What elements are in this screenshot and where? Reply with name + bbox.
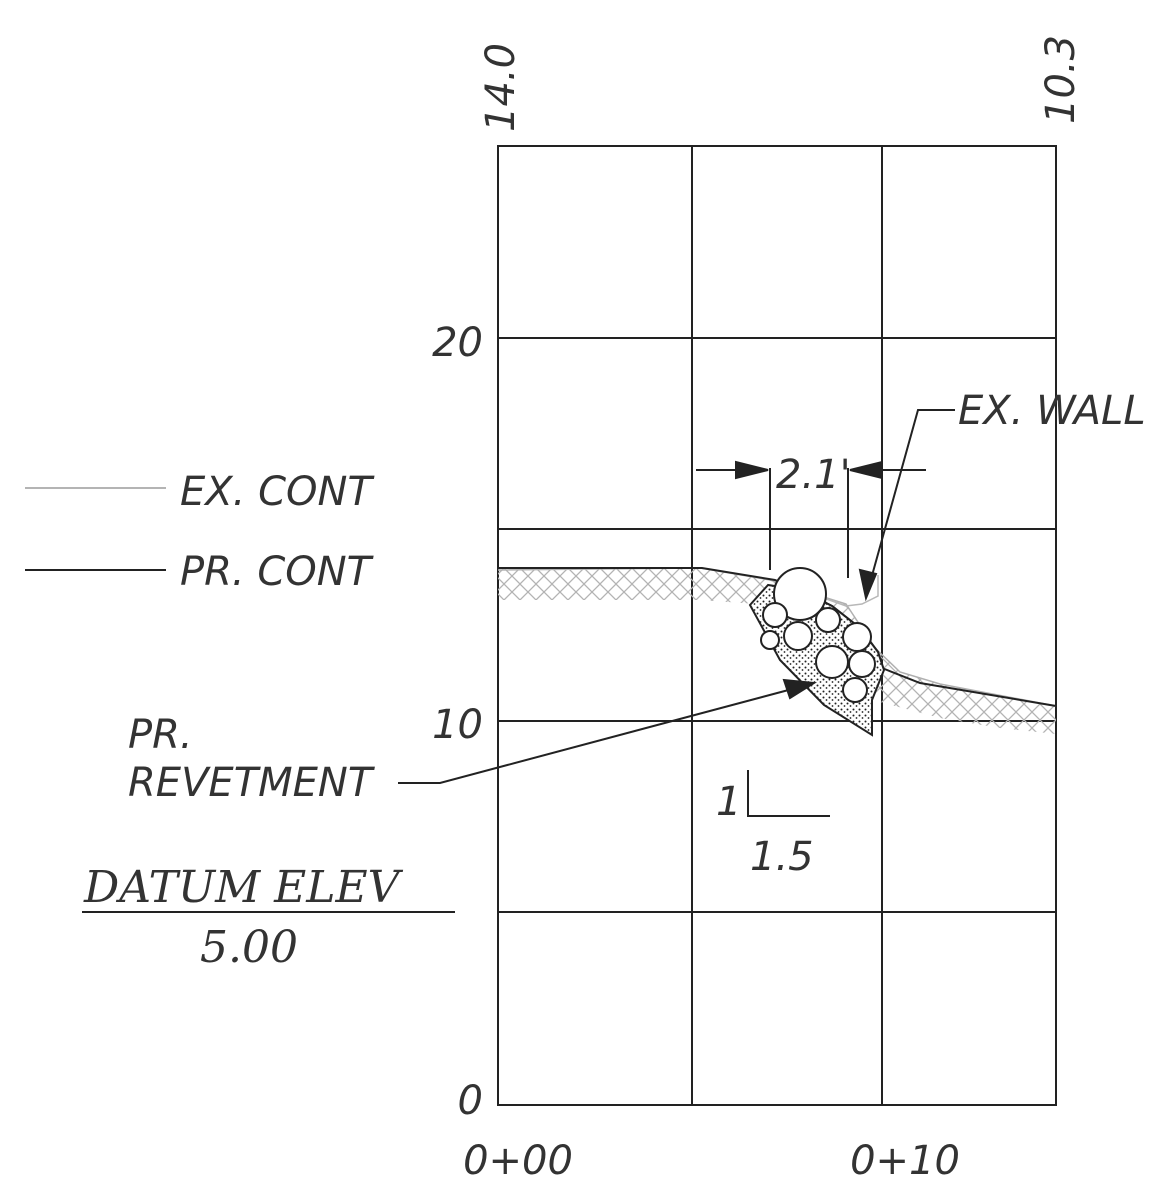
- y-tick-label: 10: [432, 702, 483, 748]
- revetment-leader: [398, 678, 818, 784]
- existing-wall: [817, 575, 879, 607]
- revetment-label-line2: REVETMENT: [128, 760, 376, 806]
- legend-proposed-label: PR. CONT: [180, 549, 375, 595]
- x-tick-label: 0+00: [463, 1138, 573, 1184]
- x-tick-label: 0+10: [850, 1138, 960, 1184]
- dimension-label: 2.1': [776, 452, 851, 498]
- slope-indicator: [747, 770, 830, 817]
- datum-value: 5.00: [200, 922, 298, 973]
- grid-frame: [497, 145, 1057, 1106]
- legend-existing-label: EX. CONT: [180, 469, 375, 515]
- slope-run-label: 1.5: [750, 834, 814, 880]
- dimension-annotation: [696, 460, 926, 578]
- revetment-label-line1: PR.: [128, 712, 193, 758]
- datum-title: DATUM ELEV: [83, 862, 404, 913]
- slope-rise-label: 1: [716, 779, 741, 825]
- ex-wall-leader: [858, 409, 955, 602]
- proposed-contour-line-right: [881, 667, 1057, 707]
- y-tick-label: 20: [432, 320, 483, 366]
- existing-ground-hatch: [498, 568, 1056, 734]
- ex-wall-label: EX. WALL: [958, 388, 1146, 434]
- top-label-right: 10.3: [1038, 35, 1084, 124]
- y-tick-label: 0: [458, 1078, 483, 1124]
- armor-stones: [760, 567, 876, 703]
- top-label-left: 14.0: [478, 43, 524, 132]
